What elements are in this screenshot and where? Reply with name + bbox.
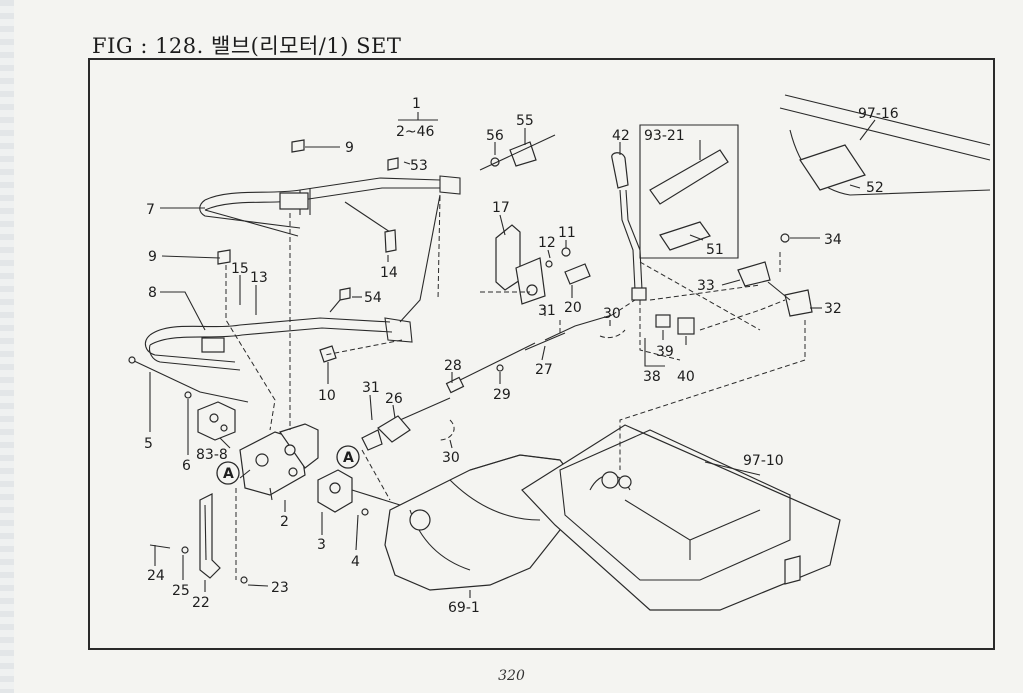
callout-a-right: A (343, 450, 354, 466)
callout-51: 51 (706, 242, 724, 258)
callout-10: 10 (318, 388, 336, 404)
block-3 (317, 469, 401, 513)
washer-12 (545, 260, 553, 268)
bracket-22 (199, 493, 221, 579)
callout-55: 55 (516, 113, 534, 129)
callout-31-left: 31 (362, 380, 380, 396)
callout-2-46: 2~46 (396, 124, 435, 140)
callout-54: 54 (364, 290, 382, 306)
part-14 (384, 229, 397, 253)
callout-2: 2 (280, 514, 289, 530)
scan-edge (0, 0, 14, 693)
lever-42 (611, 152, 647, 301)
floor-plate-97-10 (521, 424, 841, 611)
callout-22: 22 (192, 595, 210, 611)
callout-69-1: 69-1 (448, 600, 480, 616)
callout-13: 13 (250, 270, 268, 286)
callout-4: 4 (351, 554, 360, 570)
callout-93-21: 93-21 (644, 128, 685, 144)
pipe-assembly-8 (144, 299, 413, 371)
part-40 (677, 317, 695, 335)
part-53 (387, 157, 399, 171)
part-55 (509, 141, 537, 167)
control-valve-2 (239, 423, 319, 501)
callout-40: 40 (677, 369, 695, 385)
pipe-connector (399, 194, 441, 323)
callout-20: 20 (564, 300, 582, 316)
callout-5: 5 (144, 436, 153, 452)
pin-23 (240, 576, 248, 584)
callout-39: 39 (656, 344, 674, 360)
page-number: 320 (498, 668, 525, 684)
nut-11 (561, 247, 571, 257)
washer-6 (184, 391, 192, 399)
callout-97-10: 97-10 (743, 453, 784, 469)
callout-32: 32 (824, 301, 842, 317)
pin-4 (361, 508, 369, 516)
bolt-9-left (217, 249, 231, 265)
callout-12: 12 (538, 235, 556, 251)
bolt-9-top (291, 139, 305, 153)
callout-3: 3 (317, 537, 326, 553)
callout-83-8: 83-8 (196, 447, 228, 463)
clip-26 (377, 415, 411, 443)
callout-38: 38 (643, 369, 661, 385)
pipe-assembly-7 (199, 175, 461, 237)
box-93-21 (639, 124, 739, 259)
callout-25: 25 (172, 583, 190, 599)
pin-29 (496, 364, 504, 372)
callout-7: 7 (146, 202, 155, 218)
callout-17: 17 (492, 200, 510, 216)
callout-29: 29 (493, 387, 511, 403)
callout-34: 34 (824, 232, 842, 248)
callout-56: 56 (486, 128, 504, 144)
bolt-20 (564, 263, 591, 285)
block-83-8 (197, 401, 236, 441)
callout-6: 6 (182, 458, 191, 474)
callout-97-16: 97-16 (858, 106, 899, 122)
callout-1: 1 (412, 96, 421, 112)
callout-33: 33 (697, 278, 715, 294)
callout-8: 8 (148, 285, 157, 301)
bolt-5 (131, 359, 249, 403)
callout-52: 52 (866, 180, 884, 196)
callout-30-right: 30 (603, 306, 621, 322)
callout-9-top: 9 (345, 140, 354, 156)
bolt-34 (780, 233, 790, 243)
callout-9-left: 9 (148, 249, 157, 265)
callout-30-left: 30 (442, 450, 460, 466)
callout-24: 24 (147, 568, 165, 584)
callout-a-left: A (223, 466, 234, 482)
callout-23: 23 (271, 580, 289, 596)
callout-15: 15 (231, 261, 249, 277)
callout-27: 27 (535, 362, 553, 378)
cab-panel-97-16 (779, 94, 991, 196)
diagram-frame (88, 58, 995, 650)
callout-42: 42 (612, 128, 630, 144)
rod-28 (449, 342, 536, 386)
callout-11: 11 (558, 225, 576, 241)
bracket-32 (784, 289, 813, 317)
part-54 (339, 287, 351, 301)
part-39 (655, 314, 671, 328)
callout-53: 53 (410, 158, 428, 174)
callout-14: 14 (380, 265, 398, 281)
bracket-33 (737, 261, 771, 287)
callout-28: 28 (444, 358, 462, 374)
callout-31-right: 31 (538, 303, 556, 319)
page-title: FIG : 128. 밸브(리모터/1) SET (92, 34, 402, 58)
callout-26: 26 (385, 391, 403, 407)
